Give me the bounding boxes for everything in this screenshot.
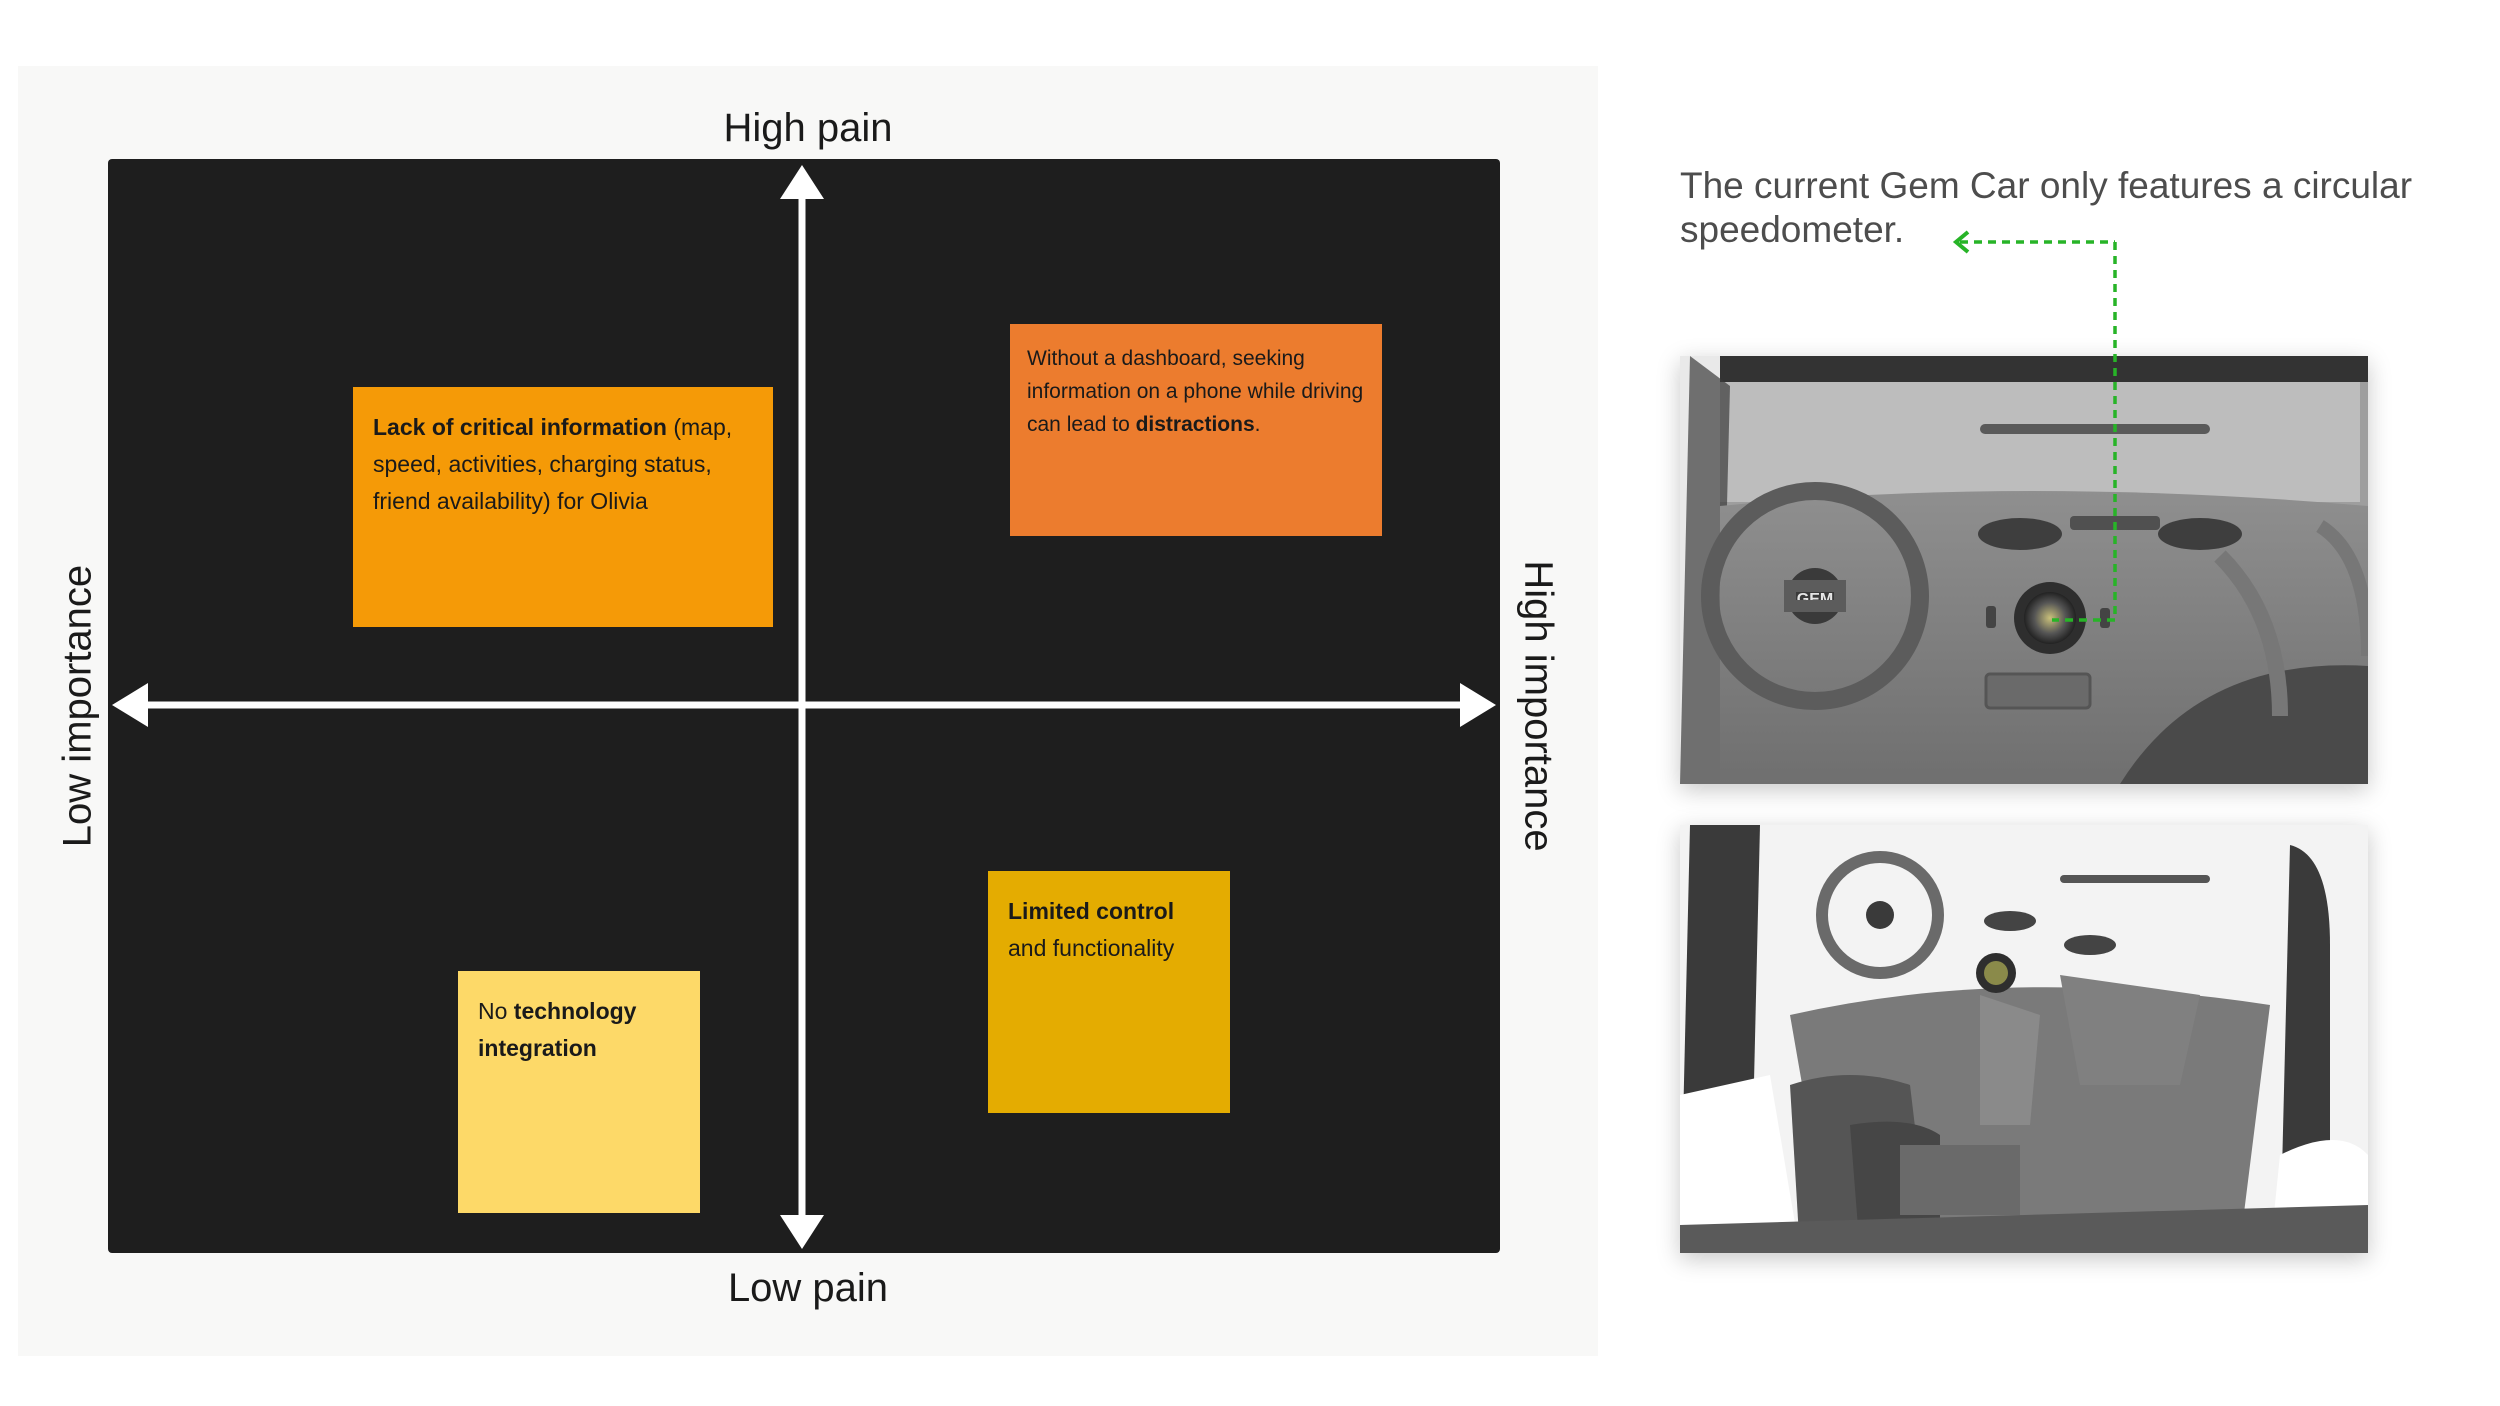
sticky-note-limited-control[interactable]: Limited control and functionality <box>988 871 1230 1113</box>
speedometer-icon <box>2024 592 2076 644</box>
note-text: (map, speed, activities, charging status… <box>373 414 733 514</box>
arrow-down-icon <box>780 1215 824 1249</box>
sticky-note-no-tech[interactable]: No technology integration <box>458 971 700 1213</box>
axis-label-low-importance: Low importance <box>55 564 100 848</box>
note-bold-text: Limited control <box>1008 898 1175 924</box>
dashboard-illustration: GEM <box>1680 356 2368 784</box>
cabin-photo <box>1680 825 2368 1253</box>
arrow-left-icon <box>112 683 148 727</box>
axis-label-high-importance: High importance <box>1516 560 1561 852</box>
axis-label-high-pain: High pain <box>723 106 893 150</box>
sticky-note-critical-info[interactable]: Lack of critical information (map, speed… <box>353 387 773 627</box>
note-text: No <box>478 998 514 1024</box>
axis-label-low-pain: Low pain <box>727 1266 889 1310</box>
sticky-note-distractions[interactable]: Without a dashboard, seeking information… <box>1010 324 1382 536</box>
note-text-tail: . <box>1254 413 1261 436</box>
note-text: and functionality <box>1008 935 1175 961</box>
note-bold-text: Lack of critical information <box>373 414 667 440</box>
speedometer-caption: The current Gem Car only features a circ… <box>1680 165 2413 250</box>
dashboard-photo: GEM <box>1680 356 2368 784</box>
arrow-right-icon <box>1460 683 1496 727</box>
arrow-up-icon <box>780 165 824 199</box>
note-bold-text: distractions <box>1135 413 1255 436</box>
prioritization-board: High pain Low pain Low importance High i… <box>18 66 1598 1356</box>
quadrant-axes <box>112 165 1496 1249</box>
quadrant-matrix: Lack of critical information (map, speed… <box>108 159 1500 1253</box>
cabin-illustration <box>1680 825 2368 1253</box>
note-bold-text: technology integration <box>478 998 637 1061</box>
note-text: Without a dashboard, seeking information… <box>1027 347 1364 436</box>
